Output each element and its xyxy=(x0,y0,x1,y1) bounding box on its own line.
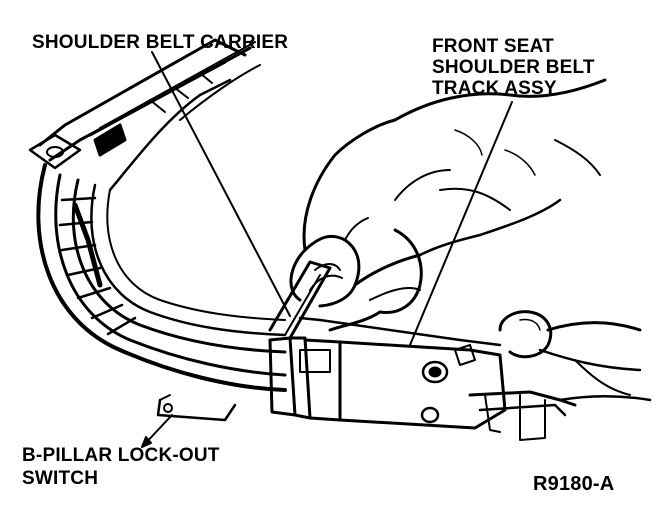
lockout-switch-label: B-PILLAR LOCK-OUT SWITCH xyxy=(22,446,220,492)
shoulder-belt-carrier xyxy=(268,316,577,441)
upper-track-section xyxy=(28,38,256,170)
lockout-switch-label-line-2: SWITCH xyxy=(22,468,99,489)
lower-hand xyxy=(498,310,652,402)
upper-hand xyxy=(289,78,607,332)
figure-code: R9180-A xyxy=(533,473,615,495)
track-assy-label-line-2: SHOULDER BELT xyxy=(432,57,595,78)
track-assy-label-line-3: TRACK ASSY xyxy=(432,78,557,99)
track-assy-label: FRONT SEAT SHOULDER BELT TRACK ASSY xyxy=(432,37,595,100)
track-assy-label-line-1: FRONT SEAT xyxy=(432,36,554,57)
shoulder-belt-carrier-label: SHOULDER BELT CARRIER xyxy=(32,32,289,53)
curved-track xyxy=(36,64,287,392)
lockout-switch xyxy=(156,394,237,422)
leader-lines xyxy=(141,51,513,448)
lockout-switch-label-line-1: B-PILLAR LOCK-OUT xyxy=(22,445,220,466)
